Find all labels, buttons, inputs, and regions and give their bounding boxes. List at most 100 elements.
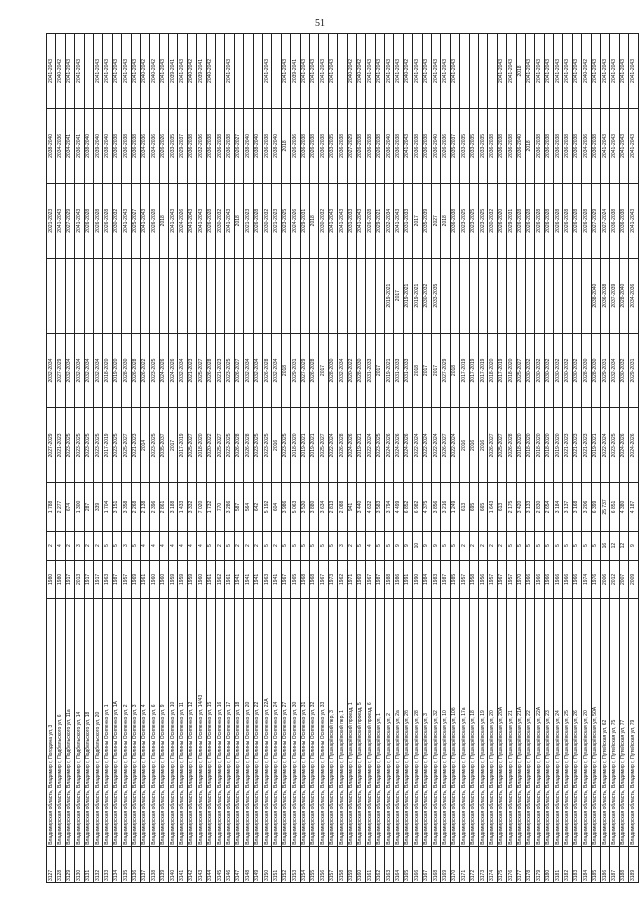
table-cell: 3 184 — [553, 482, 563, 532]
table-cell: 2018-2020 — [525, 407, 535, 483]
table-cell: 4 187 — [628, 482, 639, 532]
table-cell: 4 — [196, 531, 207, 561]
table-cell — [84, 33, 94, 109]
table-cell: 2023-2025 — [281, 407, 291, 483]
table-cell — [243, 258, 254, 334]
page-number: 51 — [315, 18, 325, 29]
table-cell: 2026-2028 — [525, 183, 535, 259]
table-cell — [375, 258, 385, 334]
table-cell: 2030-2032 — [318, 183, 329, 259]
table-cell: 3 168 — [572, 482, 582, 532]
table-cell: 2017-2019 — [469, 333, 479, 408]
table-cell: 2017 — [168, 407, 178, 483]
row-number-cell: 3152 — [281, 846, 291, 883]
table-cell: 5 — [112, 531, 122, 561]
table-cell: 1941 — [271, 560, 282, 599]
table-cell: 2026-2027 — [234, 108, 244, 184]
table-cell: 2029-2031 — [290, 333, 301, 408]
table-cell: 9 — [628, 531, 639, 561]
table-cell: 2041-2043 — [65, 33, 75, 109]
table-cell: 2034-2036 — [581, 108, 592, 184]
table-cell: 1961 — [206, 560, 216, 599]
table-cell: 2041-2043 — [196, 183, 207, 259]
table-cell: 2025-2027 — [215, 407, 225, 483]
table-cell: 2028-2030 — [328, 333, 338, 408]
table-cell: 642 — [253, 482, 263, 532]
table-cell: 2 — [234, 531, 244, 561]
table-cell: 2025-2027 — [121, 407, 132, 483]
table-cell: 2022-2024 — [422, 407, 432, 483]
table-cell: 2034-2036 — [628, 258, 639, 334]
address-cell: Владимирская область, Владимир г, Подбел… — [84, 598, 94, 847]
table-cell: 12 — [609, 531, 620, 561]
table-cell: 1 704 — [102, 482, 113, 532]
table-cell: 2023-2025 — [224, 407, 235, 483]
table-cell: 1 788 — [46, 482, 56, 532]
table-cell: 1969 — [356, 560, 366, 599]
table-cell: 2021-2023 — [187, 333, 197, 408]
table-cell: 6 851 — [609, 482, 620, 532]
table-cell: 2041-2043 — [74, 33, 85, 109]
table-cell — [271, 33, 282, 109]
table-cell: 2019-2021 — [591, 407, 601, 483]
table-cell: 2036-2038 — [544, 108, 554, 184]
table-cell: 5 — [506, 531, 517, 561]
table-cell: 2021-2023 — [581, 407, 592, 483]
row-number-cell: 3183 — [572, 846, 582, 883]
table-cell: 2029-2021 — [375, 183, 385, 259]
table-cell: 1956 — [478, 560, 488, 599]
table-cell: 3 188 — [168, 482, 178, 532]
row-number-cell: 3156 — [318, 846, 329, 883]
table-cell: 2022-2024 — [431, 407, 441, 483]
table-cell — [74, 258, 85, 334]
table-cell: 2036-2038 — [591, 108, 601, 184]
table-cell: 2041-2043 — [328, 33, 338, 109]
table-cell — [168, 258, 178, 334]
table-cell: 2036-2038 — [337, 108, 347, 184]
row-number-cell: 3175 — [497, 846, 507, 883]
table-cell — [309, 258, 319, 334]
row-number-cell: 3172 — [469, 846, 479, 883]
table-cell: 2040-2042 — [356, 33, 366, 109]
row-number-cell: 3141 — [177, 846, 188, 883]
table-cell: 587 — [234, 482, 244, 532]
table-cell: 4 375 — [422, 482, 432, 532]
table-cell: 2024-2026 — [159, 333, 169, 408]
table-cell: 2026-2028 — [544, 183, 554, 259]
table-cell: 2030-2032 — [619, 333, 629, 408]
table-cell: 2026-2028 — [516, 183, 526, 259]
address-cell: Владимирская область, Владимир г, Путейс… — [609, 598, 620, 847]
table-cell: 2031-2033 — [403, 333, 413, 408]
address-cell: Владимирская область, Владимир г, Полины… — [281, 598, 291, 847]
table-cell — [224, 258, 235, 334]
table-cell: 2018-2020 — [544, 407, 554, 483]
table-cell: 5 — [525, 531, 535, 561]
table-cell: 3 634 — [318, 482, 329, 532]
table-cell: 2041-2043 — [112, 33, 122, 109]
table-cell: 2041-2043 — [337, 183, 347, 259]
table-cell: 2028-2030 — [121, 333, 132, 408]
table-cell: 2036-2038 — [506, 108, 517, 184]
table-cell: 2038-2040 — [84, 108, 94, 184]
table-cell — [478, 258, 488, 334]
address-cell: Владимирская область, Владимир г, Пушкар… — [431, 598, 441, 847]
table-cell: 2030-2032 — [553, 333, 563, 408]
table-cell: 2036-2038 — [224, 108, 235, 184]
table-cell: 2036-2038 — [121, 108, 132, 184]
table-cell: 2036-2038 — [562, 108, 573, 184]
table-cell: 4 — [187, 531, 197, 561]
row-number-cell: 3153 — [290, 846, 301, 883]
table-cell: 5 — [224, 531, 235, 561]
table-cell: 2036-2038 — [365, 108, 376, 184]
row-number-cell: 3170 — [450, 846, 460, 883]
table-cell: 1941 — [234, 560, 244, 599]
table-cell: 2041-2043 — [300, 33, 310, 109]
table-cell: 1966 — [544, 560, 554, 599]
table-cell: 2041-2043 — [74, 183, 85, 259]
